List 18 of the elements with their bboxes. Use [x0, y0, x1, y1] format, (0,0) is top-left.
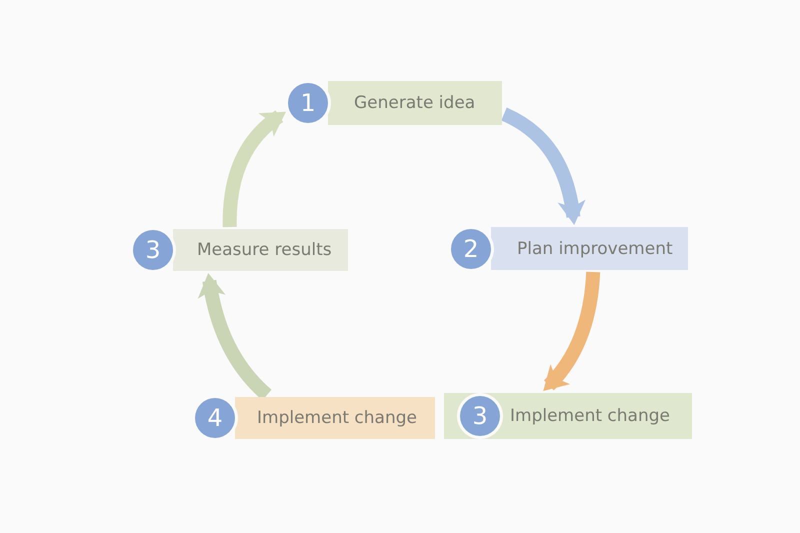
- step-label: Implement change: [510, 406, 670, 426]
- step-banner: [444, 393, 692, 439]
- step-label: Plan improvement: [517, 238, 673, 258]
- step-label: Implement change: [257, 408, 417, 428]
- step-number-badge: 3: [133, 230, 173, 270]
- curved-arrow: [222, 110, 286, 228]
- step-label: Measure results: [197, 240, 332, 260]
- step-label: Generate idea: [354, 93, 476, 113]
- curved-arrow: [500, 108, 585, 225]
- step-banner: [288, 81, 502, 125]
- step-number-badge: 3: [460, 396, 500, 436]
- step-number-badge: 4: [195, 398, 235, 438]
- step-banner: [451, 227, 688, 270]
- curved-arrow: [543, 272, 600, 392]
- step-banner: [133, 229, 348, 271]
- step-number-badge: 2: [451, 228, 491, 268]
- step-number-badge: 1: [288, 83, 328, 123]
- step-banner: [195, 397, 435, 439]
